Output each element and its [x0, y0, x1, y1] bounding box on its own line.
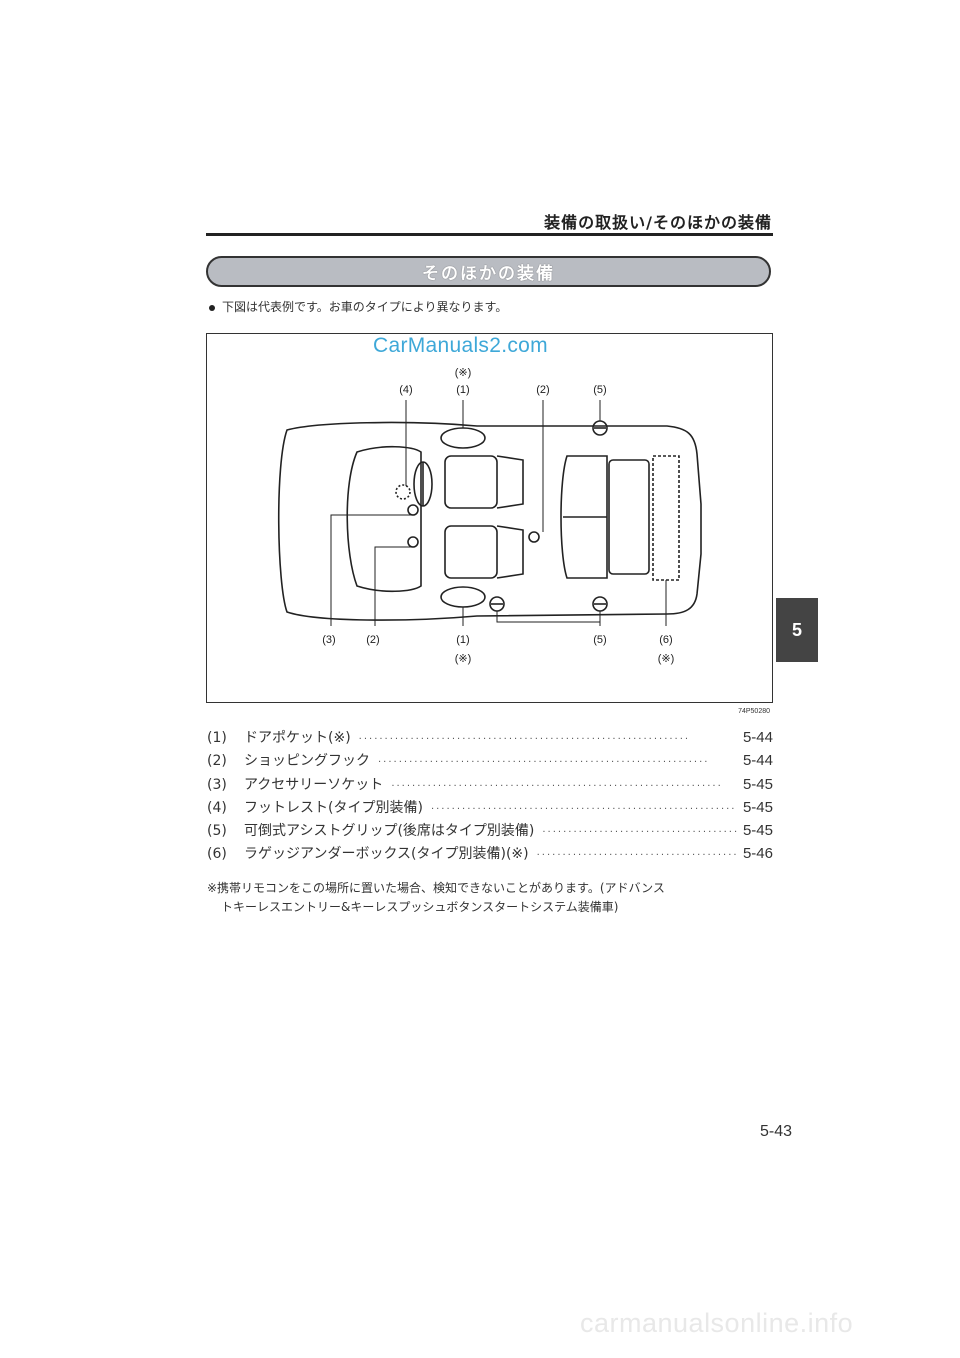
leader-dots: ········································…: [391, 780, 723, 792]
figure-id: 74P50280: [738, 708, 770, 715]
item-number: (3): [207, 776, 227, 793]
leader-dots: ········································…: [378, 757, 710, 769]
callout-mark-top: (※): [454, 367, 472, 379]
chapter-number: 5: [791, 619, 802, 640]
footer-watermark: carmanualsonline.info: [580, 1308, 854, 1338]
item-label: ドアポケット(※): [244, 730, 351, 746]
item-page-ref[interactable]: 5-44: [742, 729, 773, 746]
item-number: (2): [207, 753, 227, 770]
list-item[interactable]: (5) 可倒式アシストグリップ(後席はタイプ別装備) ·············…: [207, 820, 773, 843]
callout-mark-bottom-1: (※): [454, 653, 472, 665]
item-number: (5): [207, 823, 227, 840]
callout-2-bottom: (2): [366, 634, 380, 646]
item-page-ref[interactable]: 5-45: [742, 775, 773, 793]
callout-2-top: (2): [536, 384, 550, 396]
item-label: ショッピングフック: [244, 753, 370, 770]
callout-4: (4): [399, 384, 413, 396]
leader-dots: ········································…: [358, 734, 691, 745]
header-rule: [206, 233, 773, 236]
list-item[interactable]: (1) ドアポケット(※) ··························…: [207, 727, 773, 750]
item-page-ref[interactable]: 5-45: [742, 798, 773, 816]
figure-note: 下図は代表例です。お車のタイプにより異なります。: [209, 298, 507, 315]
callout-3: (3): [322, 634, 336, 646]
figure-note-text: 下図は代表例です。お車のタイプにより異なります。: [222, 300, 508, 314]
car-interior-figure: CarManuals2.com (※) (4) (1) (2) (5) (3) …: [206, 333, 773, 715]
item-page-ref[interactable]: 5-46: [742, 845, 773, 863]
callout-mark-bottom-6: (※): [657, 653, 675, 665]
item-page-ref[interactable]: 5-45: [742, 822, 773, 840]
page-header-title: 装備の取扱い/そのほかの装備: [544, 213, 772, 232]
bullet-icon: [209, 304, 215, 311]
item-number: (4): [207, 799, 227, 816]
footnote-line-1: ※携帯リモコンをこの場所に置いた場合、検知できないことがあります。(アドバンス: [207, 881, 665, 895]
callout-6: (6): [659, 634, 673, 646]
section-banner: そのほかの装備: [206, 256, 771, 287]
item-label: 可倒式アシストグリップ(後席はタイプ別装備): [244, 823, 535, 840]
footnote-line-2: トキーレスエントリー&キーレスプッシュボタンスタートシステム装備車): [221, 900, 619, 914]
list-item[interactable]: (2) ショッピングフック ··························…: [207, 750, 773, 773]
equipment-list: (1) ドアポケット(※) ··························…: [207, 727, 773, 867]
footnote: ※携帯リモコンをこの場所に置いた場合、検知できないことがあります。(アドバンス …: [207, 879, 773, 917]
item-label: フットレスト(タイプ別装備): [244, 799, 423, 816]
leader-dots: ········································…: [430, 803, 737, 815]
watermark-text: CarManuals2.com: [373, 334, 548, 357]
item-page-ref[interactable]: 5-44: [742, 752, 773, 770]
callout-1-top: (1): [456, 384, 470, 396]
list-item[interactable]: (6) ラゲッジアンダーボックス(タイプ別装備)(※) ············…: [207, 843, 773, 866]
leader-dots: ········································…: [536, 850, 737, 862]
list-item[interactable]: (4) フットレスト(タイプ別装備) ·····················…: [207, 797, 773, 820]
item-number: (1): [207, 730, 227, 746]
item-label: アクセサリーソケット: [244, 776, 384, 793]
callout-5-top: (5): [593, 384, 607, 396]
chapter-side-tab[interactable]: 5: [776, 598, 818, 662]
car-top-view-drawing: [277, 400, 702, 626]
item-label: ラゲッジアンダーボックス(タイプ別装備)(※): [244, 846, 529, 863]
list-item[interactable]: (3) アクセサリーソケット ·························…: [207, 774, 773, 797]
callout-5-bottom: (5): [593, 634, 607, 646]
callout-1-bottom: (1): [456, 634, 470, 646]
page-number: 5-43: [760, 1123, 793, 1140]
item-number: (6): [207, 846, 227, 863]
leader-dots: ········································…: [542, 827, 737, 839]
section-title: そのほかの装備: [422, 264, 555, 284]
